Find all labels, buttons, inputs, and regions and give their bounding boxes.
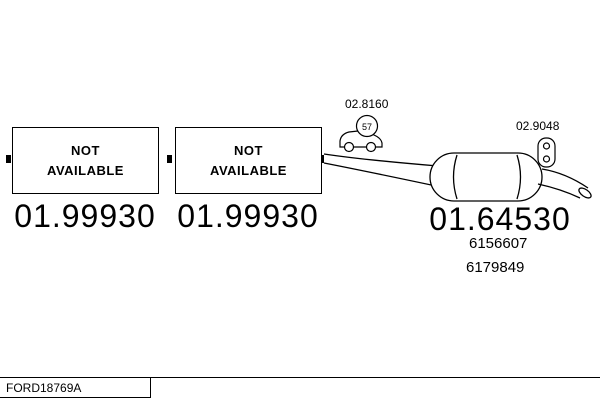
drawing-code: FORD18769A <box>6 380 82 395</box>
wheel-size-badge-text: 57 <box>362 122 372 132</box>
connector-mark <box>6 155 11 163</box>
not-available-line1: NOT <box>71 142 100 158</box>
connector-mark <box>167 155 172 163</box>
not-available-line1: NOT <box>234 142 263 158</box>
not-available-line2: AVAILABLE <box>47 162 124 178</box>
part-number-muffler: 01.64530 <box>429 201 571 237</box>
oe-number-1: 6156607 <box>469 235 528 252</box>
ref-label-right: 02.9048 <box>516 119 560 133</box>
flange-icon <box>537 137 556 168</box>
not-available-text: NOT AVAILABLE <box>47 141 124 181</box>
ref-label-top: 02.8160 <box>345 97 389 111</box>
part-number-left: 01.99930 <box>14 198 156 234</box>
not-available-line2: AVAILABLE <box>210 162 287 178</box>
not-available-box-1: NOT AVAILABLE <box>12 127 159 194</box>
footer-divider <box>0 377 600 378</box>
wheel-size-badge-icon: 57 <box>355 114 379 138</box>
footer-code-box: FORD18769A <box>0 377 151 398</box>
muffler-drawing <box>323 152 592 202</box>
not-available-text: NOT AVAILABLE <box>210 141 287 181</box>
part-number-middle: 01.99930 <box>177 198 319 234</box>
oe-number-2: 6179849 <box>466 259 525 276</box>
not-available-box-2: NOT AVAILABLE <box>175 127 322 194</box>
